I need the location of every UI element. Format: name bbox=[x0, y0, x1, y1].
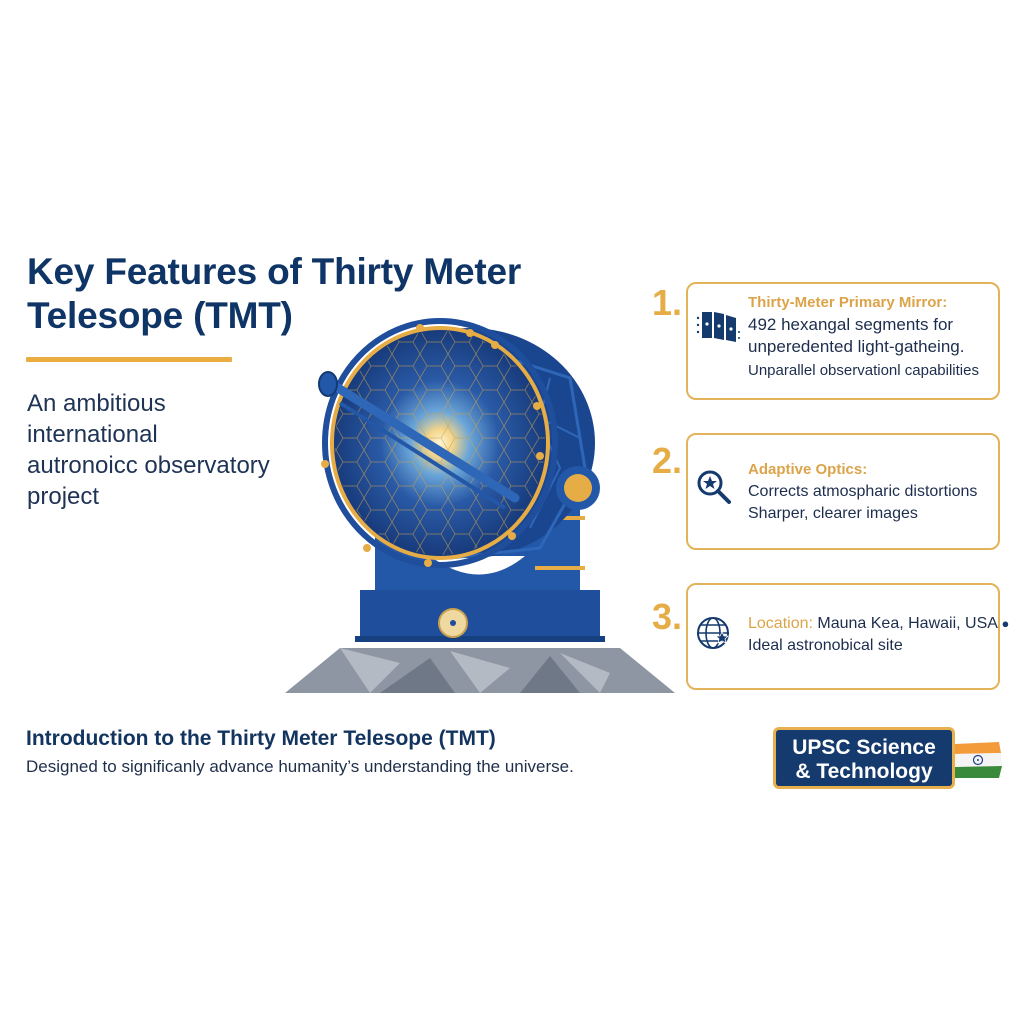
feature-2-number: 2. bbox=[652, 440, 683, 481]
feature-1-number: 1. bbox=[652, 282, 683, 323]
telescope-illustration bbox=[285, 318, 675, 693]
page-title: Key Features of Thirty Meter Telesope (T… bbox=[27, 250, 587, 338]
title-line-2: Telesope (TMT) bbox=[27, 295, 293, 336]
feature-1-heading: Thirty-Meter Primary Mirror: bbox=[748, 294, 948, 311]
feature-card-1: Thirty-Meter Primary Mirror: 492 hexanga… bbox=[686, 282, 1000, 400]
badge-line-2: & Technology bbox=[795, 760, 933, 783]
feature-3-text: Location: Mauna Kea, Hawaii, USA ● Ideal… bbox=[748, 613, 1024, 657]
subtitle-line: An ambitious bbox=[27, 390, 166, 417]
feature-2-text: Adaptive Optics: Corrects atmospharic di… bbox=[748, 459, 992, 525]
location-value: Mauna Kea, Hawaii, USA bbox=[817, 615, 998, 632]
subtitle: An ambitious international autronoicc ob… bbox=[27, 388, 317, 512]
intro-title: Introduction to the Thirty Meter Telesop… bbox=[26, 727, 496, 750]
feature-2-line: Corrects atmospharic distortions bbox=[748, 483, 978, 500]
feature-2-heading: Adaptive Optics: bbox=[748, 461, 868, 478]
feature-3-line: Ideal astronobical site bbox=[748, 637, 903, 654]
badge-line-1: UPSC Science bbox=[792, 736, 936, 759]
map-pin-icon: ● bbox=[1001, 616, 1010, 631]
feature-3-number: 3. bbox=[652, 596, 683, 637]
feature-1-line: 492 hexangal segments for bbox=[748, 315, 954, 334]
intro-description: Designed to significanly advance humanit… bbox=[26, 757, 574, 776]
feature-1-text: Thirty-Meter Primary Mirror: 492 hexanga… bbox=[748, 292, 992, 382]
feature-1-line: unperedented light-gatheing. bbox=[748, 337, 965, 356]
subtitle-line: international bbox=[27, 421, 158, 448]
subtitle-line: autronoicc observatory bbox=[27, 452, 270, 479]
india-flag-icon bbox=[955, 742, 1002, 778]
title-line-1: Key Features of Thirty Meter bbox=[27, 251, 522, 292]
feature-card-2: Adaptive Optics: Corrects atmospharic di… bbox=[686, 433, 1000, 550]
globe-star-icon bbox=[697, 617, 729, 649]
feature-2-line: Sharper, clearer images bbox=[748, 505, 918, 522]
feature-3-heading: Location: bbox=[748, 615, 813, 632]
subtitle-line: project bbox=[27, 483, 100, 510]
mirror-segments-icon bbox=[696, 312, 740, 342]
feature-1-line: Unparallel observationl capabilities bbox=[748, 362, 979, 379]
feature-card-3: Location: Mauna Kea, Hawaii, USA ● Ideal… bbox=[686, 583, 1009, 690]
magnifier-star-icon bbox=[697, 470, 731, 504]
upsc-badge: UPSC Science & Technology bbox=[773, 727, 955, 789]
title-underline bbox=[26, 357, 232, 362]
